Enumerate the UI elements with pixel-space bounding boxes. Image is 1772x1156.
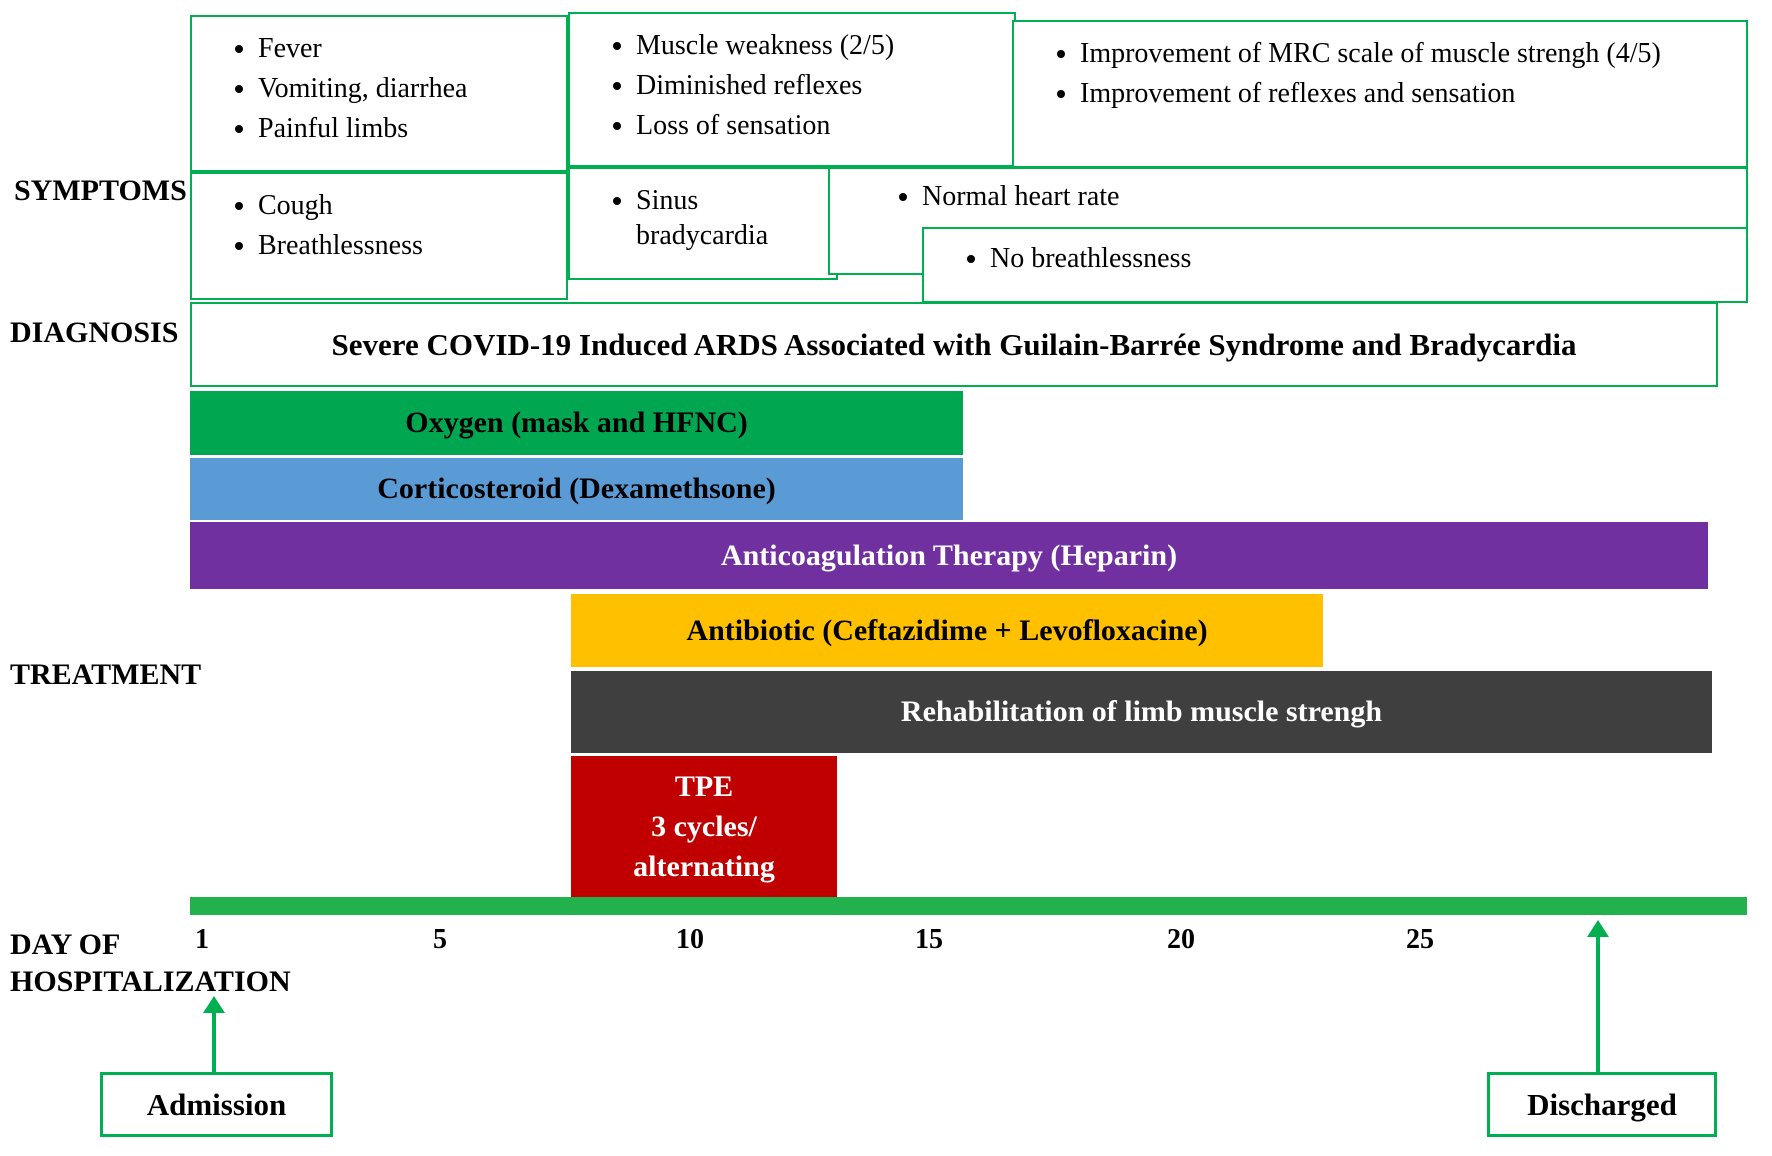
bar-oxygen: Oxygen (mask and HFNC) bbox=[190, 391, 963, 455]
bar-rehabilitation-label: Rehabilitation of limb muscle strengh bbox=[900, 695, 1383, 728]
bar-oxygen-label: Oxygen (mask and HFNC) bbox=[405, 406, 748, 439]
symptoms-row-label: SYMPTOMS bbox=[14, 174, 187, 207]
symptoms-list-neuro: Muscle weakness (2/5) Diminished reflexe… bbox=[570, 14, 1014, 143]
symptoms-list-bradycardia: Sinus bradycardia bbox=[570, 169, 836, 253]
axis-tick-1: 1 bbox=[195, 924, 209, 955]
bar-corticosteroid: Corticosteroid (Dexamethsone) bbox=[190, 458, 963, 520]
symptoms-list-initial: Fever Vomiting, diarrhea Painful limbs bbox=[192, 17, 566, 146]
symptom-item: Breathlessness bbox=[258, 228, 554, 263]
bar-antibiotic-label: Antibiotic (Ceftazidime + Levofloxacine) bbox=[686, 613, 1208, 647]
symptoms-box-respiratory: Cough Breathlessness bbox=[190, 172, 568, 300]
admission-arrow-shaft bbox=[212, 1011, 216, 1072]
symptoms-box-bradycardia: Sinus bradycardia bbox=[568, 167, 838, 280]
bar-tpe-line1: TPE bbox=[674, 769, 734, 803]
admission-label: Admission bbox=[146, 1086, 287, 1122]
axis-tick-5: 5 bbox=[433, 924, 447, 955]
symptom-item: Muscle weakness (2/5) bbox=[636, 28, 1002, 63]
axis-tick-10: 10 bbox=[676, 924, 704, 955]
timeline-axis-bar bbox=[190, 897, 1747, 915]
symptoms-box-improvement: Improvement of MRC scale of muscle stren… bbox=[1012, 20, 1748, 168]
discharged-label: Discharged bbox=[1527, 1086, 1677, 1122]
diagnosis-row-label: DIAGNOSIS bbox=[10, 316, 179, 349]
bar-anticoagulation-label: Anticoagulation Therapy (Heparin) bbox=[720, 538, 1178, 572]
bar-anticoagulation: Anticoagulation Therapy (Heparin) bbox=[190, 522, 1708, 589]
bar-tpe-line3: alternating bbox=[633, 849, 775, 883]
bar-tpe: TPE 3 cycles/ alternating bbox=[571, 756, 837, 897]
symptom-item: No breathlessness bbox=[990, 241, 1734, 276]
symptom-item: Loss of sensation bbox=[636, 108, 1002, 143]
symptom-item: Painful limbs bbox=[258, 111, 554, 146]
symptom-item: Vomiting, diarrhea bbox=[258, 71, 554, 106]
axis-tick-15: 15 bbox=[915, 924, 943, 955]
bar-rehabilitation: Rehabilitation of limb muscle strengh bbox=[571, 671, 1712, 753]
discharged-box: Discharged bbox=[1487, 1072, 1717, 1137]
symptoms-list-improvement: Improvement of MRC scale of muscle stren… bbox=[1014, 22, 1746, 111]
discharged-arrow-shaft bbox=[1596, 935, 1600, 1072]
bar-tpe-line2: 3 cycles/ bbox=[651, 809, 757, 843]
symptoms-list-normal-heart-rate: Normal heart rate bbox=[830, 169, 1746, 214]
symptom-item: Sinus bradycardia bbox=[636, 183, 824, 253]
symptom-item: Normal heart rate bbox=[922, 179, 1734, 214]
symptom-item: Diminished reflexes bbox=[636, 68, 1002, 103]
admission-arrow-icon bbox=[203, 996, 225, 1013]
symptoms-list-respiratory: Cough Breathlessness bbox=[192, 174, 566, 263]
bar-corticosteroid-label: Corticosteroid (Dexamethsone) bbox=[377, 472, 776, 505]
treatment-row-label: TREATMENT bbox=[10, 658, 202, 691]
diagnosis-box: Severe COVID-19 Induced ARDS Associated … bbox=[190, 302, 1718, 387]
symptoms-box-neuro: Muscle weakness (2/5) Diminished reflexe… bbox=[568, 12, 1016, 167]
symptom-item: Cough bbox=[258, 188, 554, 223]
diagnosis-text: Severe COVID-19 Induced ARDS Associated … bbox=[331, 326, 1577, 362]
symptom-item: Improvement of reflexes and sensation bbox=[1080, 76, 1680, 111]
discharged-arrow-icon bbox=[1587, 920, 1609, 937]
day-axis-label: DAY OF HOSPITALIZATION bbox=[10, 928, 291, 998]
symptom-item: Improvement of MRC scale of muscle stren… bbox=[1080, 36, 1680, 71]
admission-box: Admission bbox=[100, 1072, 333, 1137]
symptom-item: Fever bbox=[258, 31, 554, 66]
axis-tick-25: 25 bbox=[1406, 924, 1434, 955]
axis-tick-20: 20 bbox=[1167, 924, 1195, 955]
symptoms-box-no-breathlessness: No breathlessness bbox=[922, 227, 1748, 303]
symptoms-box-initial: Fever Vomiting, diarrhea Painful limbs bbox=[190, 15, 568, 172]
bar-antibiotic: Antibiotic (Ceftazidime + Levofloxacine) bbox=[571, 594, 1323, 667]
symptoms-list-no-breathlessness: No breathlessness bbox=[924, 229, 1746, 276]
